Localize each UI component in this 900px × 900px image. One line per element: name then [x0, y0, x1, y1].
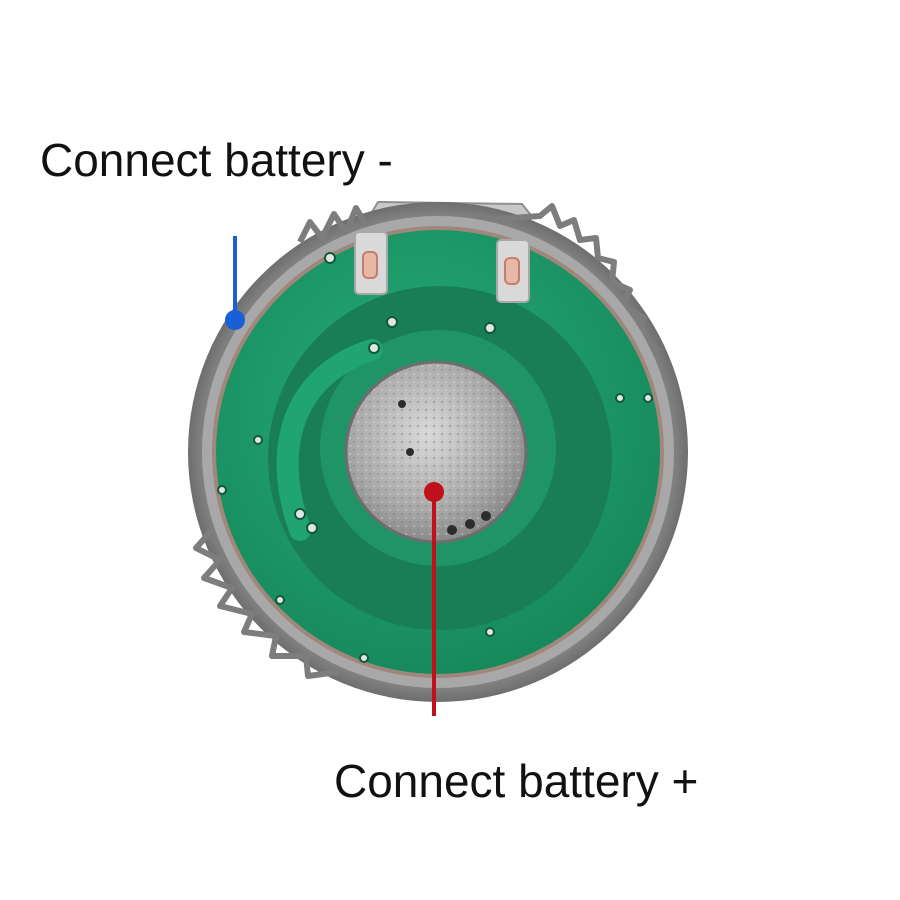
negative-terminal-label: Connect battery - — [40, 134, 393, 186]
positive-pointer — [424, 482, 444, 716]
via-holes — [217, 252, 653, 663]
solder-pads — [354, 231, 530, 303]
positive-terminal-label: Connect battery + — [334, 755, 699, 807]
negative-pointer — [225, 236, 245, 330]
center-battery-pad — [344, 360, 528, 544]
